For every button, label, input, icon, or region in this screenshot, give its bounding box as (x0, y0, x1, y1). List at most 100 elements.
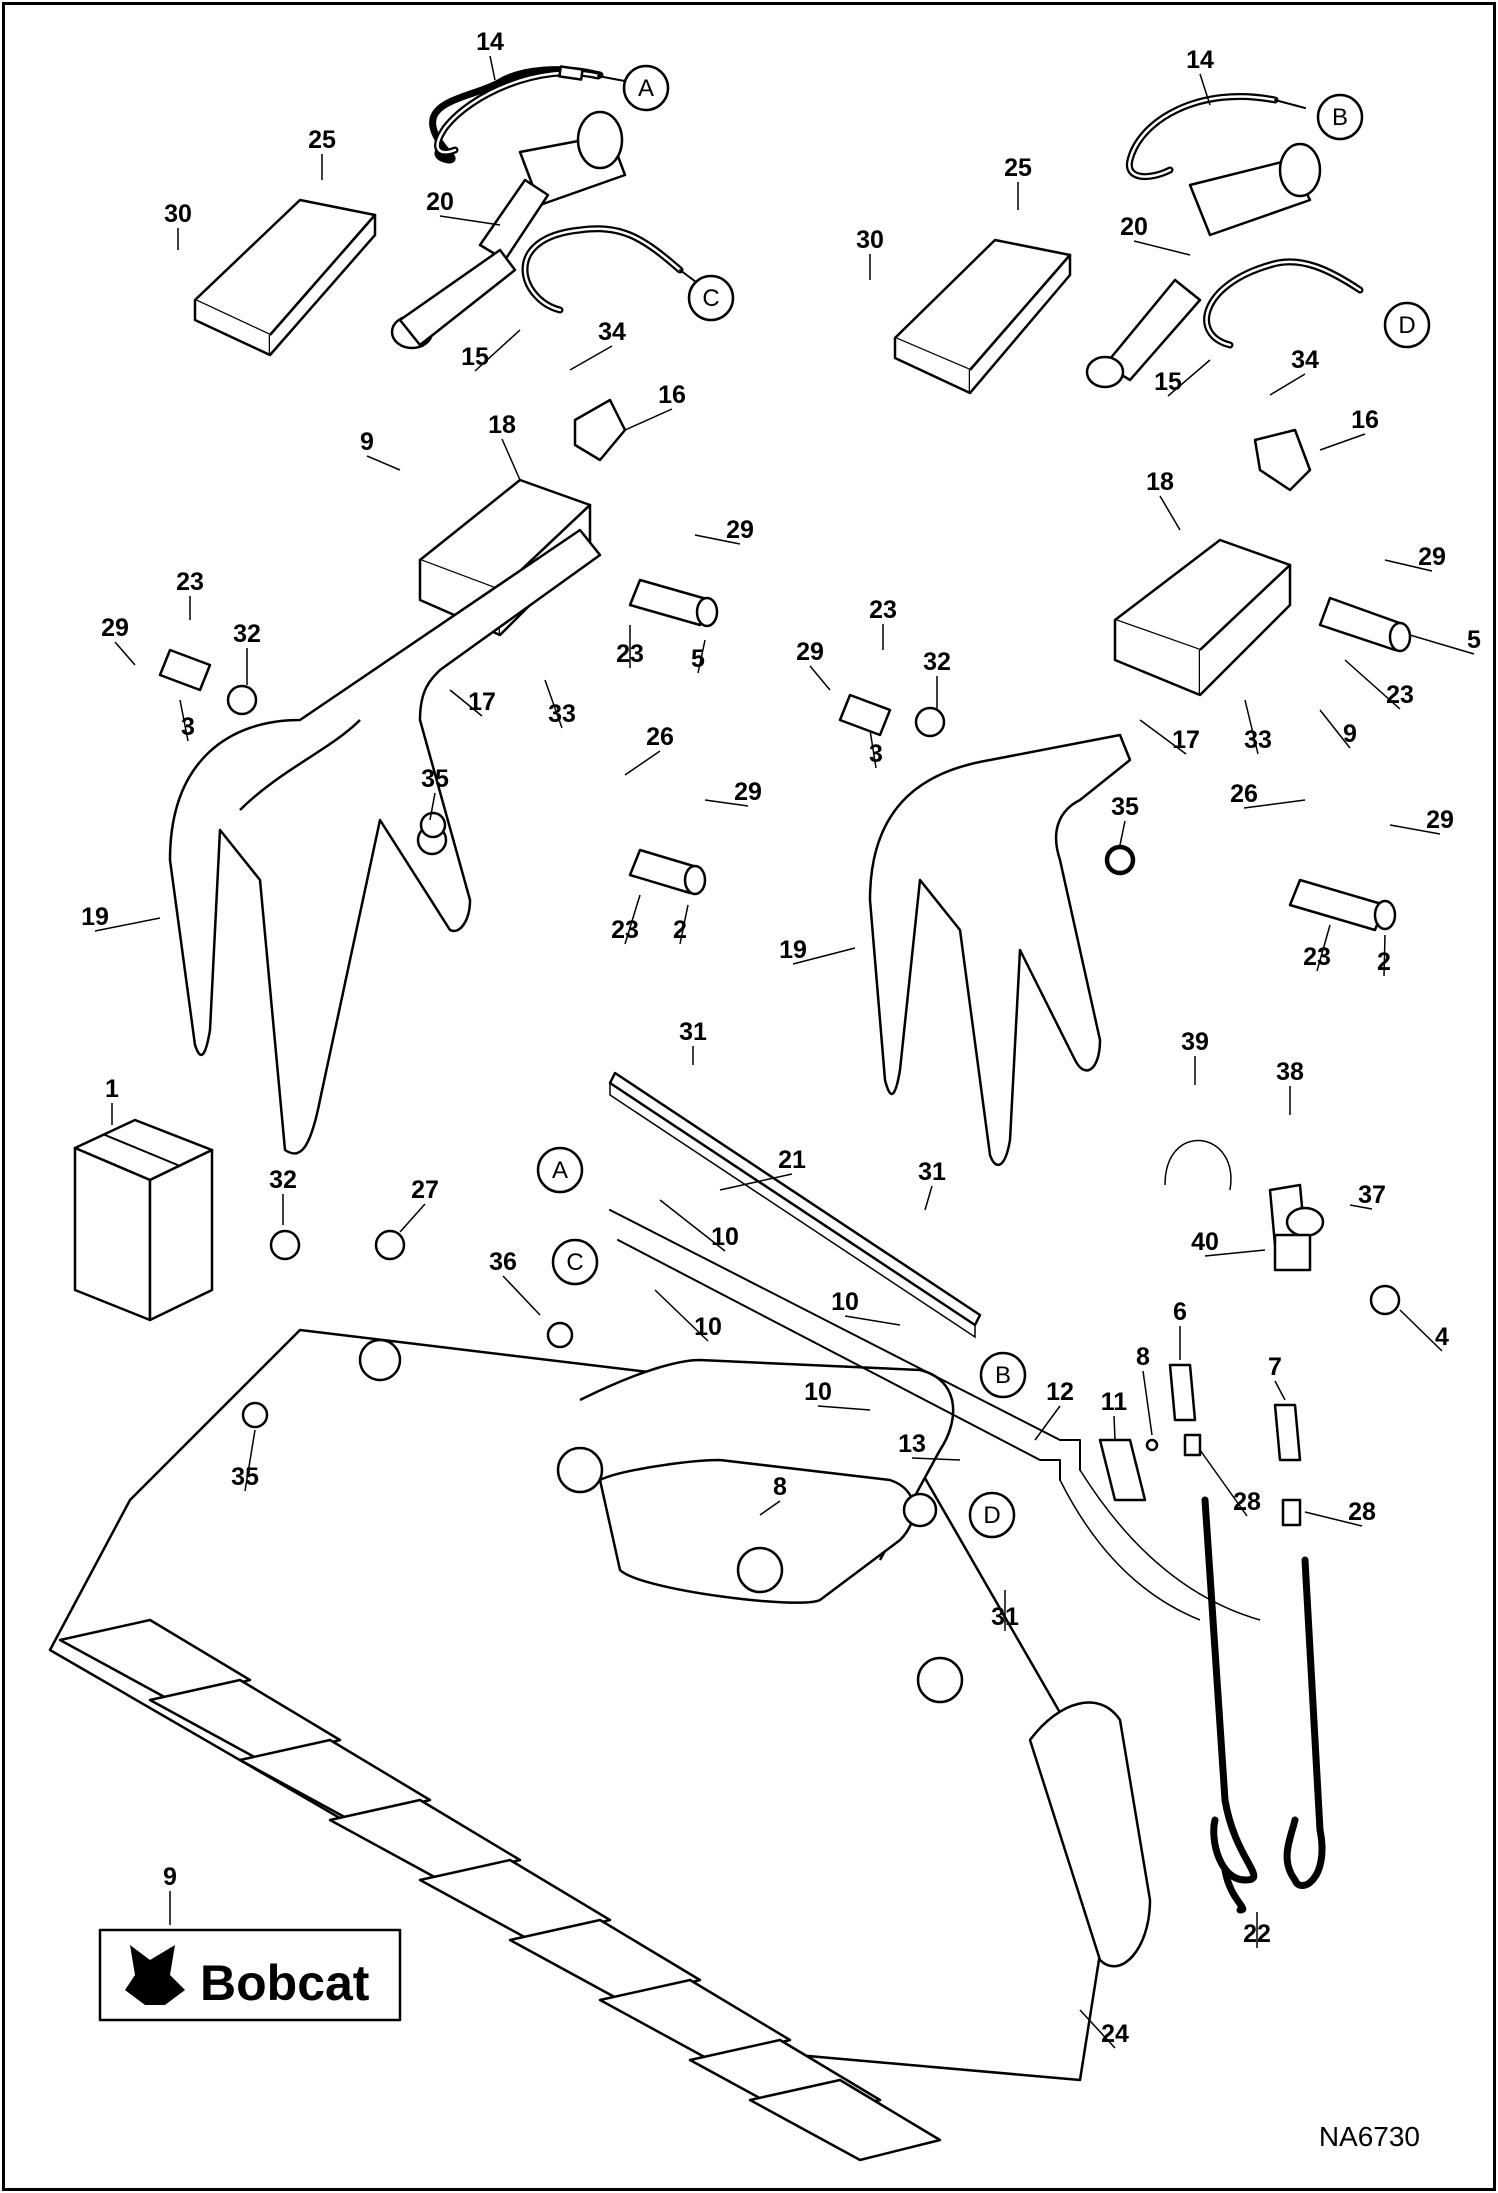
connection-marker-B (979, 1351, 1027, 1399)
leader-line (1319, 433, 1366, 451)
leader-line (659, 1199, 726, 1252)
leader-line (1304, 1511, 1363, 1527)
leader-line (1344, 659, 1401, 710)
callout-2: 2 (673, 916, 687, 944)
callout-8: 8 (1136, 1343, 1150, 1371)
leader-line (1199, 1449, 1248, 1517)
leader-line (1113, 1415, 1116, 1441)
callout-24: 24 (1101, 2020, 1129, 2048)
grapple-bucket (48, 1328, 1152, 2162)
callout-28: 28 (1348, 1498, 1376, 1526)
right-cylinder-assembly (838, 93, 1412, 1167)
callout-14: 14 (1186, 46, 1214, 74)
leader-line (114, 641, 136, 666)
callout-17: 17 (468, 688, 496, 716)
callout-30: 30 (164, 200, 192, 228)
leader-line (719, 1173, 793, 1191)
callout-29: 29 (101, 614, 129, 642)
callout-23: 23 (1303, 943, 1331, 971)
brand-decal: Bobcat (98, 1928, 402, 2022)
hydraulic-tubes (609, 1209, 1261, 1621)
leader-line (869, 729, 877, 769)
leader-line (1349, 1204, 1373, 1210)
leader-line (1204, 1249, 1266, 1257)
callout-35: 35 (421, 765, 449, 793)
callout-31: 31 (918, 1158, 946, 1186)
callout-26: 26 (1230, 780, 1258, 808)
leader-line (924, 1185, 933, 1211)
leader-line (1316, 924, 1331, 972)
callout-11: 11 (1101, 1388, 1128, 1416)
leader-line (501, 438, 521, 481)
callout-9: 9 (1343, 720, 1357, 748)
callout-3: 3 (869, 740, 883, 768)
leader-line (1159, 495, 1181, 531)
leader-line (1409, 634, 1475, 655)
callout-32: 32 (269, 1166, 297, 1194)
callout-6: 6 (1173, 1298, 1187, 1326)
leader-line (449, 689, 483, 717)
callout-18: 18 (488, 411, 516, 439)
leader-line (1399, 1309, 1443, 1352)
callout-16: 16 (1351, 406, 1379, 434)
leader-line (569, 345, 613, 371)
leader-line (1384, 559, 1433, 572)
leader-line (654, 1289, 709, 1342)
leader-lines (94, 55, 1475, 2049)
callout-38: 38 (1276, 1058, 1304, 1086)
callout-39: 39 (1181, 1028, 1209, 1056)
callout-10: 10 (831, 1288, 859, 1316)
leader-line (1199, 73, 1211, 106)
leader-line (399, 1203, 426, 1233)
leader-line (704, 799, 749, 807)
leader-line (1119, 820, 1126, 846)
leader-line (474, 329, 521, 372)
callout-13: 13 (898, 1430, 926, 1458)
callout-21: 21 (778, 1146, 806, 1174)
leader-line (94, 917, 161, 932)
callout-37: 37 (1358, 1181, 1386, 1209)
leader-line (1034, 1405, 1061, 1441)
callout-33: 33 (1244, 726, 1272, 754)
leader-line (1079, 2009, 1116, 2049)
callout-8: 8 (773, 1473, 787, 1501)
connection-letter-B: B (1332, 104, 1348, 131)
drawing-reference-code: NA6730 (1319, 2121, 1420, 2152)
bucket-tines (58, 1618, 942, 2162)
callout-17: 17 (1172, 726, 1200, 754)
leader-line (624, 894, 641, 945)
callout-29: 29 (796, 638, 824, 666)
leader-line (489, 55, 496, 81)
leader-line (439, 215, 501, 226)
leader-line (1244, 699, 1259, 755)
callout-35: 35 (1111, 793, 1139, 821)
leader-line (1142, 1370, 1153, 1436)
callout-33: 33 (548, 700, 576, 728)
leader-line (1133, 240, 1191, 256)
leader-line (817, 1405, 871, 1411)
callout-32: 32 (233, 620, 261, 648)
connection-marker-A (536, 1146, 584, 1194)
brand-decal-text: Bobcat (200, 1955, 370, 2011)
leader-line (759, 1500, 781, 1516)
callout-26: 26 (646, 723, 674, 751)
callout-20: 20 (1120, 213, 1148, 241)
callout-31: 31 (679, 1018, 707, 1046)
leader-line (624, 408, 673, 431)
callout-19: 19 (779, 936, 807, 964)
callout-1: 1 (105, 1075, 119, 1103)
callout-19: 19 (81, 903, 109, 931)
callout-23: 23 (611, 916, 639, 944)
connection-marker-B (1316, 93, 1364, 141)
callout-25: 25 (308, 126, 336, 154)
leader-line (1269, 373, 1306, 396)
leader-line (429, 792, 436, 821)
leader-line (1243, 799, 1306, 809)
leader-line (809, 665, 831, 691)
small-parts (241, 811, 1159, 1502)
leader-line (1383, 934, 1386, 977)
